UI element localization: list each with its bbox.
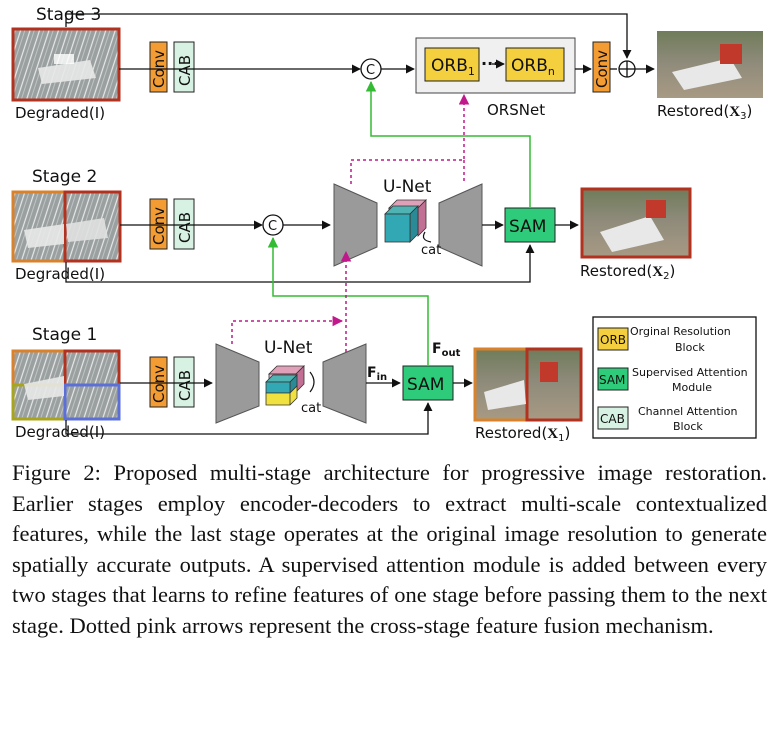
conv-block-stage2: Conv [149, 198, 168, 250]
pink-arrow-stage2-to-orsnet [350, 93, 470, 184]
figure-caption: Figure 2: Proposed multi-stage architect… [12, 458, 767, 642]
conv-block-stage1: Conv [149, 356, 168, 408]
restored-image-stage3 [657, 31, 763, 98]
legend-cab-text-2: Block [673, 420, 703, 433]
degraded-label-stage3: Degraded(I) [15, 104, 105, 122]
unet-label-stage2: U-Net [383, 177, 432, 197]
cat-label-stage1: cat [301, 401, 321, 416]
svg-text:Conv: Conv [150, 207, 168, 245]
fout-label: Fout [432, 341, 461, 359]
cab-block-stage2: CAB [173, 198, 195, 250]
cab-block-stage1: CAB [173, 356, 195, 408]
stage3-label: Stage 3 [36, 5, 101, 25]
restored-image-stage1 [473, 347, 583, 422]
green-arrow-sam2-to-stage3 [365, 80, 531, 207]
svg-text:Conv: Conv [150, 365, 168, 403]
restored2-label: Restored(X2) [580, 262, 675, 282]
skip-line-stage2 [65, 244, 535, 283]
cab-block-stage3: CAB [173, 41, 195, 93]
unet-stage2 [333, 183, 483, 267]
sam-block-stage2: SAM [504, 207, 556, 243]
legend-sam-tag: SAM [599, 373, 625, 387]
skip-line-stage1 [65, 402, 433, 435]
legend-orb-text-2: Block [675, 341, 705, 354]
legend-cab-tag: CAB [600, 412, 625, 426]
stage1-label: Stage 1 [32, 325, 97, 345]
conv-block-stage3: Conv [149, 41, 168, 93]
concat-node-stage2: C [262, 214, 284, 236]
fin-label: Fin [367, 365, 387, 383]
legend: ORB Orginal Resolution Block SAM Supervi… [592, 316, 757, 439]
legend-cab-text-1: Channel Attention [638, 405, 737, 418]
svg-text:ORBn: ORBn [511, 56, 555, 78]
stage2-label: Stage 2 [32, 167, 97, 187]
degraded-label-stage2: Degraded(I) [15, 265, 105, 283]
add-node-stage3 [618, 60, 636, 78]
degraded-image-stage2 [11, 190, 122, 263]
legend-orb-tag: ORB [600, 333, 626, 347]
green-arrow-sam1-to-stage2 [267, 236, 429, 365]
svg-text:CAB: CAB [176, 212, 194, 243]
legend-orb-text-1: Orginal Resolution [630, 325, 731, 338]
conv-block-stage3-out: Conv [592, 41, 611, 93]
svg-text:CAB: CAB [176, 55, 194, 86]
pink-arrow-stage1-to-stage2 [231, 315, 344, 344]
degraded-image-stage1 [11, 349, 121, 421]
degraded-image-stage3 [11, 27, 121, 102]
svg-text:SAM: SAM [407, 375, 444, 395]
orsnet-label: ORSNet [487, 101, 545, 119]
cat-label-stage2: cat [421, 243, 441, 258]
orsnet-block: ORB1 ··· ORBn [415, 37, 576, 94]
degraded-label-stage1: Degraded(I) [15, 423, 105, 441]
architecture-diagram: Stage 3 Degraded(I) Conv CAB C ORB1 ··· … [11, 5, 763, 444]
restored-image-stage2 [580, 187, 692, 259]
orb-dots: ··· [481, 54, 499, 73]
restored3-label: Restored(X3) [657, 102, 752, 122]
svg-text:C: C [366, 63, 375, 78]
figure-label: Figure 2: [12, 460, 101, 485]
concat-node-stage3: C [360, 58, 382, 80]
svg-text:SAM: SAM [509, 217, 546, 237]
skip-line-stage3 [65, 13, 632, 59]
legend-sam-text-2: Module [672, 381, 712, 394]
svg-text:CAB: CAB [176, 370, 194, 401]
unet-stage1 [215, 343, 367, 424]
svg-text:Conv: Conv [593, 50, 611, 88]
svg-text:C: C [268, 219, 277, 234]
caption-text: Proposed multi-stage architecture for pr… [12, 460, 768, 638]
svg-text:ORB1: ORB1 [431, 56, 475, 78]
legend-sam-text-1: Supervised Attention [632, 366, 748, 379]
unet-label-stage1: U-Net [264, 338, 313, 358]
sam-block-stage1: SAM [402, 365, 454, 401]
restored1-label: Restored(X1) [475, 424, 570, 444]
